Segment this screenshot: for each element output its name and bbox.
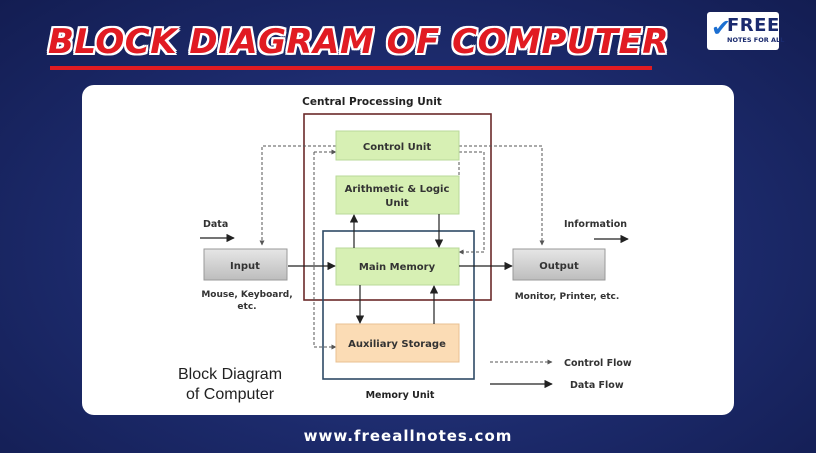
alu-label-line2: Unit — [385, 198, 409, 209]
page-title: BLOCK DIAGRAM OF COMPUTER — [48, 22, 669, 62]
input-caption-line2: etc. — [237, 302, 256, 312]
input-block — [203, 248, 288, 281]
information-label: Information — [564, 219, 627, 230]
memory-unit-box — [322, 230, 475, 380]
cpu-box — [303, 113, 492, 301]
control-unit-block — [335, 130, 460, 161]
title-underline — [50, 66, 652, 70]
diagram-caption-line2: of Computer — [186, 386, 275, 403]
output-label: Output — [539, 261, 579, 272]
output-block — [512, 248, 606, 281]
diagram-caption-line1: Block Diagram — [178, 366, 282, 383]
logo-check-icon: ✔ — [711, 14, 732, 42]
output-caption: Monitor, Printer, etc. — [515, 292, 620, 302]
cpu-label: Central Processing Unit — [302, 96, 442, 108]
site-logo[interactable]: ✔ FREE NOTES FOR ALL — [707, 12, 784, 50]
auxiliary-storage-block — [335, 323, 460, 363]
block-diagram: Central Processing Unit Control Unit Ari… — [178, 96, 632, 403]
input-label: Input — [230, 261, 260, 272]
data-label: Data — [203, 219, 228, 230]
legend-control-flow-label: Control Flow — [564, 358, 632, 369]
website-url[interactable]: www.freeallnotes.com — [303, 427, 513, 445]
auxiliary-storage-label: Auxiliary Storage — [348, 339, 446, 350]
logo-tagline: NOTES FOR ALL — [727, 36, 785, 44]
input-caption-line1: Mouse, Keyboard, — [201, 290, 292, 300]
diagram-card: Central Processing Unit Control Unit Ari… — [82, 85, 734, 415]
legend-data-flow-label: Data Flow — [570, 380, 624, 391]
main-memory-label: Main Memory — [359, 262, 436, 273]
alu-label-line1: Arithmetic & Logic — [345, 184, 450, 195]
main-memory-block — [335, 247, 460, 286]
memory-unit-label: Memory Unit — [366, 390, 435, 401]
data-flow-arrows — [288, 214, 513, 324]
logo-word: FREE — [727, 15, 780, 36]
control-unit-label: Control Unit — [363, 142, 431, 153]
alu-block — [335, 175, 460, 215]
